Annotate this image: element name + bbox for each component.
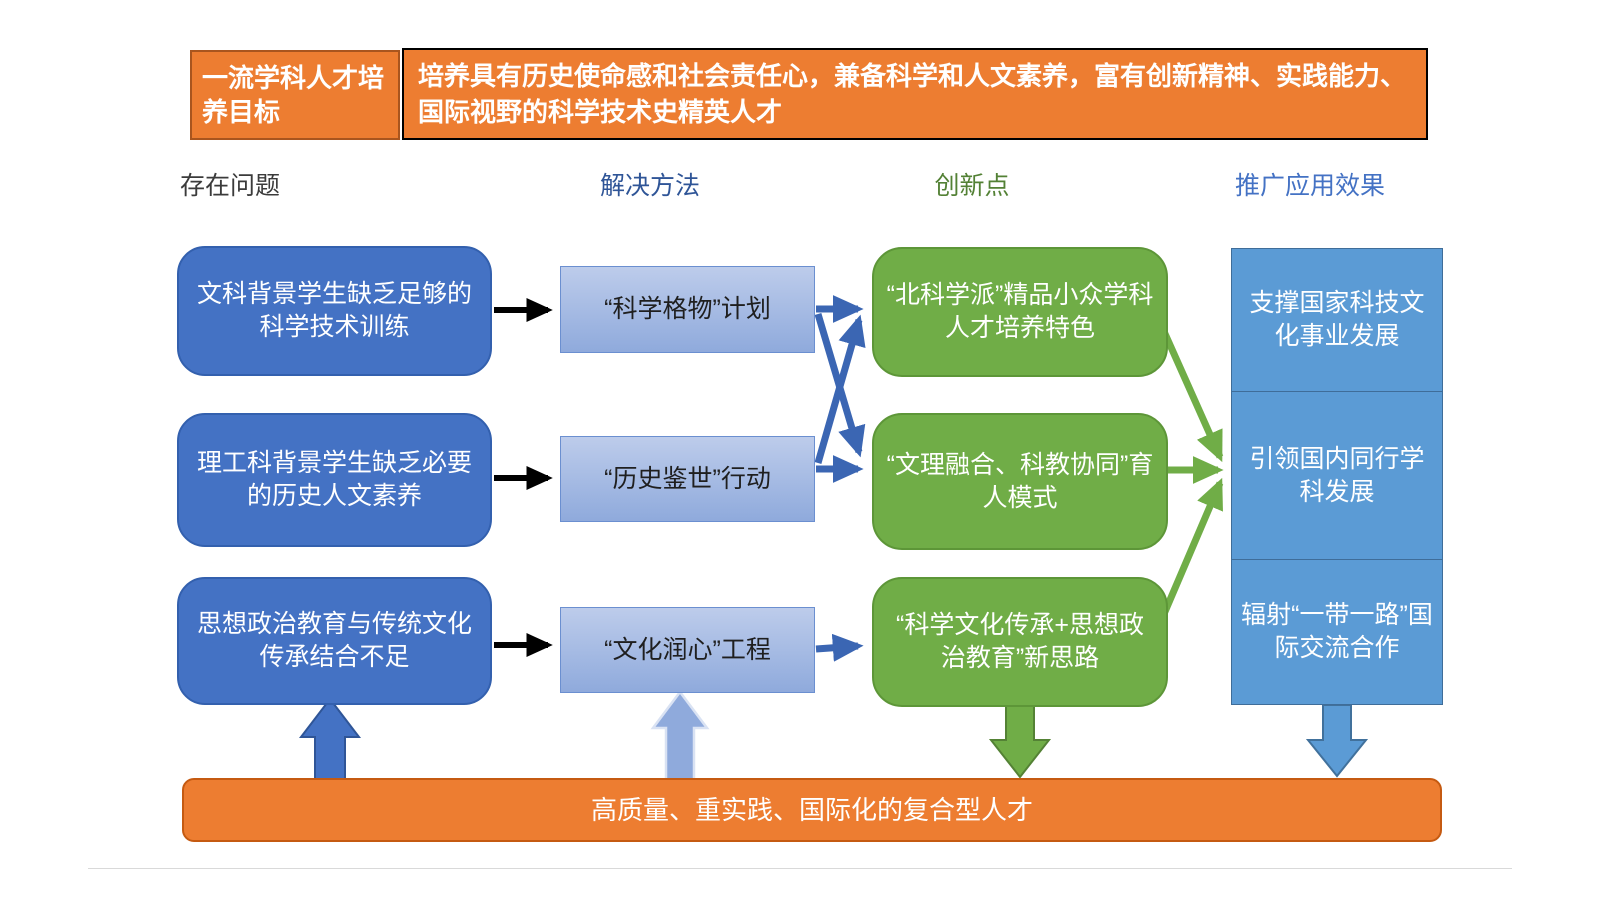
column-header-solutions: 解决方法 — [599, 172, 700, 200]
arrow-solution2-to-innovation1 — [814, 314, 866, 464]
innovation-box-2: “文理融合、科教协同”育人模式 — [872, 413, 1168, 550]
outcome-text-3: 辐射“一带一路”国际交流合作 — [1241, 601, 1433, 662]
solution-text-1: “科学格物”计划 — [604, 295, 771, 323]
problem-box-2: 理工科背景学生缺乏必要的历史人文素养 — [177, 413, 492, 547]
goal-description-box: 培养具有历史使命感和社会责任心，兼备科学和人文素养，富有创新精神、实践能力、国际… — [402, 48, 1428, 140]
problem-text-3: 思想政治教育与传统文化传承结合不足 — [196, 610, 472, 671]
outcome-section-1: 支撑国家科技文化事业发展 — [1231, 248, 1443, 392]
outcome-section-2: 引领国内同行学科发展 — [1231, 390, 1443, 561]
problem-text-2: 理工科背景学生缺乏必要的历史人文素养 — [196, 449, 472, 510]
goal-title-text: 一流学科人才培养目标 — [202, 62, 385, 127]
problem-box-1: 文科背景学生缺乏足够的科学技术训练 — [177, 246, 492, 376]
problem-text-1: 文科背景学生缺乏足够的科学技术训练 — [196, 280, 472, 341]
innovation-text-3: “科学文化传承+思想政治教育”新思路 — [896, 611, 1144, 672]
arrow-solution3-to-innovation3 — [815, 633, 864, 662]
innovation-box-3: “科学文化传承+思想政治教育”新思路 — [872, 577, 1168, 707]
arrow-innovation1-to-outcomes — [1154, 316, 1224, 463]
innovation-text-1: “北科学派”精品小众学科人才培养特色 — [886, 281, 1154, 342]
block-arrow-down-outcomes — [1305, 704, 1369, 778]
page-edge-line — [88, 868, 1512, 869]
solution-box-1: “科学格物”计划 — [560, 266, 815, 353]
block-arrow-up-problems — [298, 697, 362, 783]
block-arrow-down-innovations — [988, 701, 1052, 779]
outcome-text-1: 支撑国家科技文化事业发展 — [1249, 289, 1425, 350]
innovation-text-2: “文理融合、科教协同”育人模式 — [886, 450, 1154, 512]
problem-box-3: 思想政治教育与传统文化传承结合不足 — [177, 577, 492, 705]
outcomes-column: 支撑国家科技文化事业发展 引领国内同行学科发展 辐射“一带一路”国际交流合作 — [1231, 248, 1443, 705]
column-header-outcomes: 推广应用效果 — [1234, 172, 1385, 200]
column-header-innovations: 创新点 — [934, 172, 1010, 200]
column-header-problems: 存在问题 — [180, 172, 281, 200]
solution-box-2: “历史鉴世”行动 — [560, 436, 815, 522]
block-arrow-up-solutions — [650, 689, 710, 784]
solution-box-3: “文化润心”工程 — [560, 607, 815, 693]
outcome-section-3: 辐射“一带一路”国际交流合作 — [1231, 559, 1443, 705]
result-banner-text: 高质量、重实践、国际化的复合型人才 — [590, 794, 1033, 825]
solution-text-2: “历史鉴世”行动 — [604, 464, 771, 493]
goal-description-text: 培养具有历史使命感和社会责任心，兼备科学和人文素养，富有创新精神、实践能力、国际… — [418, 60, 1407, 127]
innovation-box-1: “北科学派”精品小众学科人才培养特色 — [872, 247, 1168, 377]
arrow-innovation3-to-outcomes — [1154, 477, 1224, 630]
solution-text-3: “文化润心”工程 — [604, 635, 771, 664]
goal-title-box: 一流学科人才培养目标 — [190, 50, 400, 140]
result-banner: 高质量、重实践、国际化的复合型人才 — [182, 778, 1442, 842]
outcome-text-2: 引领国内同行学科发展 — [1249, 444, 1425, 506]
